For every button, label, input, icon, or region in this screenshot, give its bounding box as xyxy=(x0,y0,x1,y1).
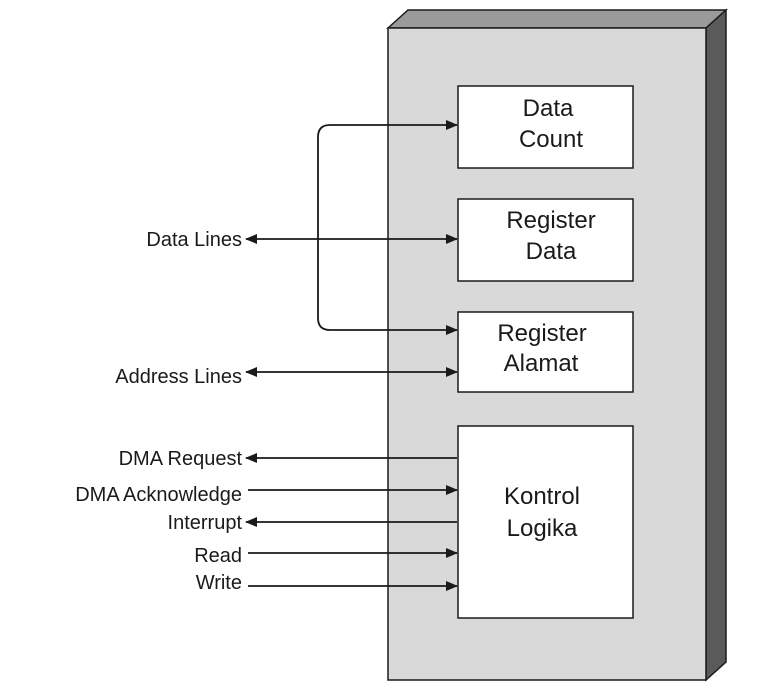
data-lines-label: Data Lines xyxy=(146,229,242,251)
kontrol-logika-label-1: Kontrol xyxy=(504,483,580,510)
read-label: Read xyxy=(194,545,242,567)
panel-side-face xyxy=(705,8,727,682)
data-count-label-2: Count xyxy=(519,126,583,153)
data-count-box xyxy=(457,85,634,169)
kontrol-logika-box xyxy=(457,425,634,619)
write-label: Write xyxy=(196,572,242,594)
register-data-label-1: Register xyxy=(506,207,595,234)
bus-loop-line xyxy=(317,120,458,335)
data-count-label-1: Data xyxy=(523,95,574,122)
register-alamat-label-2: Alamat xyxy=(504,350,579,377)
register-data-box xyxy=(457,198,634,282)
dma-request-label: DMA Request xyxy=(119,448,243,470)
panel-top-face xyxy=(386,9,728,29)
dma-acknowledge-label: DMA Acknowledge xyxy=(75,484,242,506)
register-alamat-box xyxy=(457,311,634,393)
register-alamat-label-1: Register xyxy=(497,320,586,347)
interrupt-label: Interrupt xyxy=(168,512,243,534)
kontrol-logika-label-2: Logika xyxy=(507,515,578,542)
register-data-label-2: Data xyxy=(526,238,577,265)
address-lines-label: Address Lines xyxy=(115,366,242,388)
